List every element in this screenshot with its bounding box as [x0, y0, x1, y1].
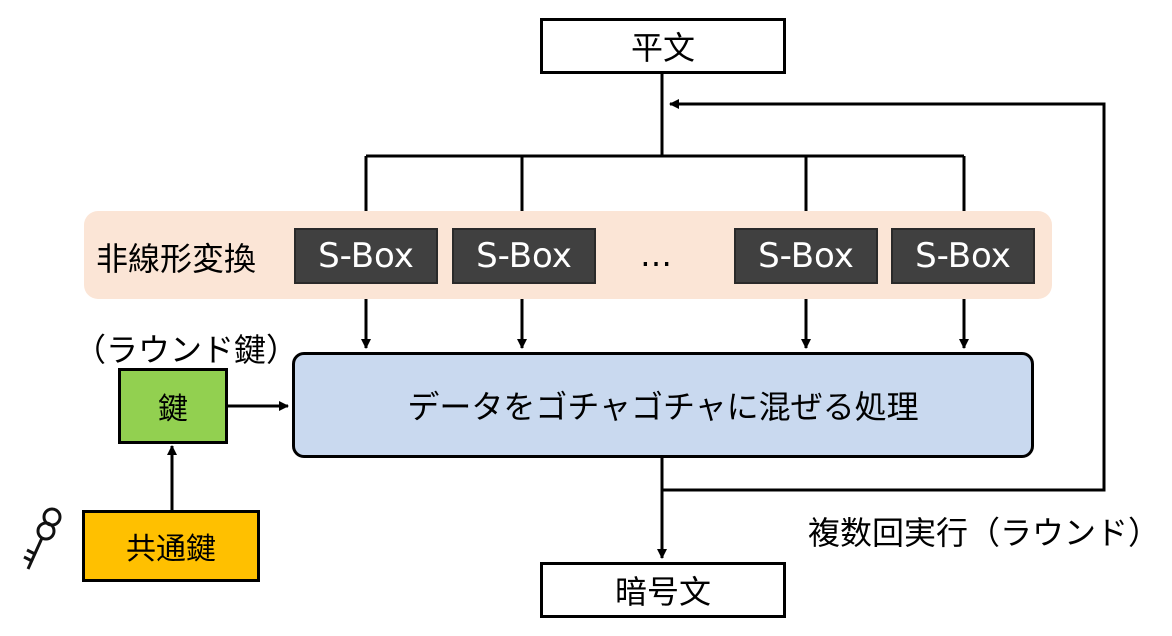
plaintext-label: 平文 [630, 29, 695, 67]
sbox-2: S-Box [452, 228, 596, 284]
sbox-1: S-Box [294, 228, 438, 284]
mixing-process-box: データをゴチャゴチャに混ぜる処理 [292, 352, 1034, 458]
common-key-label: 共通鍵 [126, 532, 216, 567]
plaintext-box: 平文 [540, 18, 786, 74]
mixing-process-label: データをゴチャゴチャに混ぜる処理 [407, 388, 919, 426]
sbox-3-label: S-Box [758, 236, 854, 276]
sbox-3: S-Box [734, 228, 878, 284]
ciphertext-box: 暗号文 [540, 562, 786, 618]
round-key-label: （ラウンド鍵） [74, 331, 299, 369]
nonlinear-transform-label: 非線形変換 [96, 240, 257, 278]
sbox-4: S-Box [891, 228, 1035, 284]
key-icon [23, 507, 62, 570]
sbox-ellipsis: … [640, 236, 676, 274]
key-label: 鍵 [158, 392, 188, 427]
common-key-box: 共通鍵 [82, 510, 260, 582]
round-repeat-label: 複数回実行（ラウンド） [808, 514, 1161, 552]
round-feedback-loop [662, 99, 1106, 492]
ciphertext-label: 暗号文 [614, 573, 711, 611]
sbox-4-label: S-Box [915, 236, 1011, 276]
sbox-1-label: S-Box [318, 236, 414, 276]
sbox-2-label: S-Box [476, 236, 572, 276]
key-box: 鍵 [118, 368, 228, 444]
